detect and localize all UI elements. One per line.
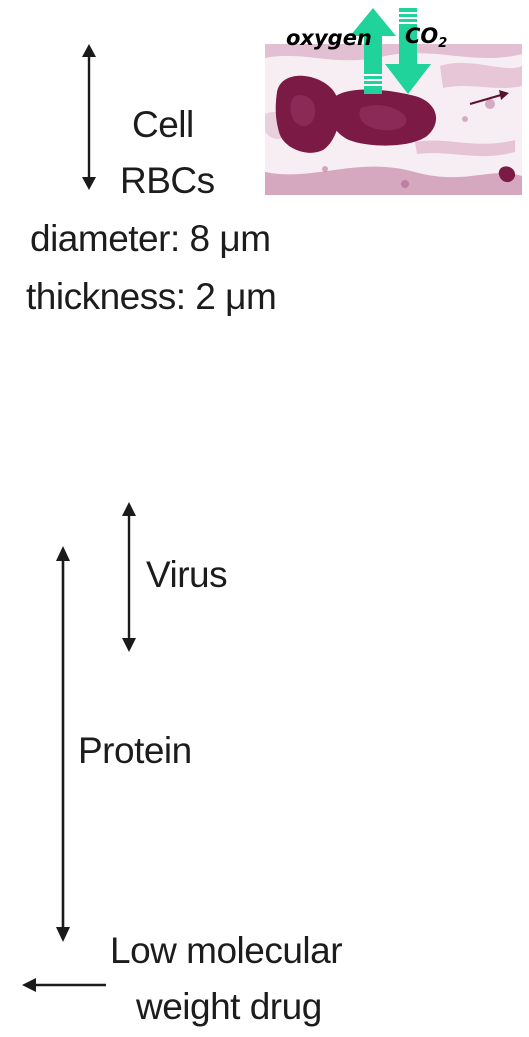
rbcs-label: RBCs xyxy=(120,162,215,199)
low-mw-label-line1: Low molecular xyxy=(110,932,342,969)
co2-label-main: CO xyxy=(405,24,438,48)
co2-label: CO2 xyxy=(405,26,447,50)
oxygen-label: oxygen xyxy=(286,28,372,49)
diameter-label: diameter: 8 μm xyxy=(30,220,271,257)
protein-scale-arrow xyxy=(50,546,76,942)
cell-label: Cell xyxy=(132,106,194,143)
co2-arrow xyxy=(383,8,433,94)
virus-label: Virus xyxy=(146,556,227,593)
cell-scale-arrow xyxy=(76,44,102,190)
drug-scale-arrow xyxy=(22,976,108,994)
thickness-label: thickness: 2 μm xyxy=(26,278,276,315)
low-mw-label-line2: weight drug xyxy=(136,988,322,1025)
virus-scale-arrow xyxy=(116,502,142,652)
co2-label-subscript: 2 xyxy=(438,36,447,51)
protein-label: Protein xyxy=(78,732,192,769)
